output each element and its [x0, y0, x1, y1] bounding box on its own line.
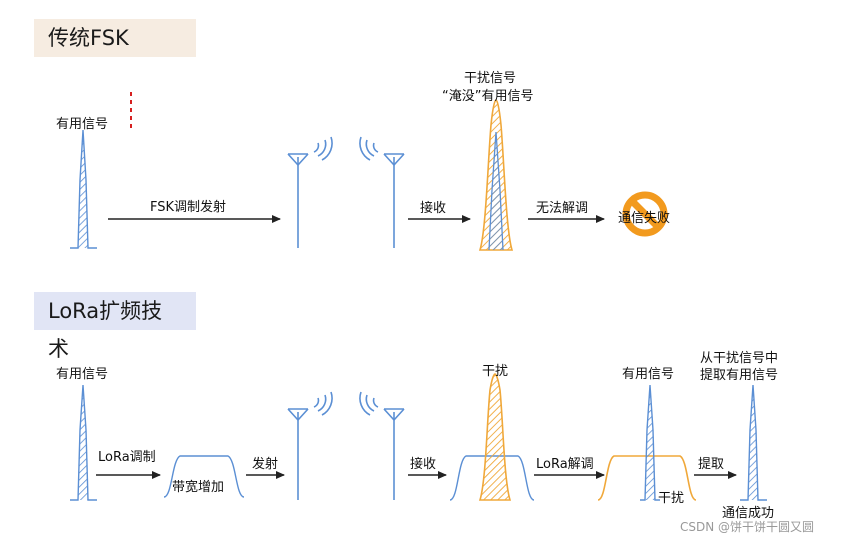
- fsk-interference-label: 干扰信号: [464, 71, 517, 86]
- section-title-fsk: 传统FSK: [34, 19, 196, 57]
- prohibited-icon: [622, 191, 668, 237]
- fsk-tx-antenna-icon: [287, 136, 333, 248]
- fsk-recv-label: 接收: [420, 201, 447, 216]
- watermark: CSDN @饼干饼干圆又圆: [680, 520, 815, 534]
- lora-extract-title-line1: 从干扰信号中: [700, 351, 779, 366]
- section-title-lora: LoRa扩频技术: [34, 292, 196, 361]
- fsk-demod-label: 无法解调: [536, 201, 589, 216]
- lora-signal-label: 有用信号: [56, 367, 109, 382]
- fsk-drown-label: “淹没”有用信号: [442, 89, 534, 104]
- lora-success-label: 通信成功: [722, 506, 775, 521]
- lora-recv-label: 接收: [410, 457, 437, 472]
- lora-signal-spike: [70, 384, 97, 501]
- lora-demod-label: LoRa解调: [536, 457, 594, 472]
- lora-interference-label-2: 干扰: [658, 491, 685, 506]
- lora-tx-antenna-icon: [287, 391, 333, 500]
- lora-extract-label: 提取: [698, 457, 725, 472]
- fsk-signal-spike: [70, 129, 97, 249]
- fsk-signal-label: 有用信号: [56, 117, 109, 132]
- lora-bandwidth-label: 带宽增加: [172, 480, 225, 495]
- lora-wide-band: [163, 455, 245, 498]
- lora-interference-label: 干扰: [482, 364, 509, 379]
- fsk-rx-antenna-icon: [359, 136, 405, 248]
- lora-final-signal-spike: [740, 384, 767, 501]
- fsk-fail-label: 通信失败: [618, 211, 671, 226]
- lora-rx-antenna-icon: [359, 391, 405, 500]
- lora-interference-peak: [478, 373, 512, 501]
- lora-signal-label-2: 有用信号: [622, 367, 675, 382]
- lora-tx-label: 发射: [252, 457, 279, 472]
- lora-extract-title-line2: 提取有用信号: [700, 368, 779, 383]
- fsk-mod-label: FSK调制发射: [150, 200, 227, 215]
- lora-recovered-signal-spike: [640, 384, 660, 501]
- fsk-interference-peak: [478, 99, 514, 251]
- lora-mod-label: LoRa调制: [98, 450, 156, 465]
